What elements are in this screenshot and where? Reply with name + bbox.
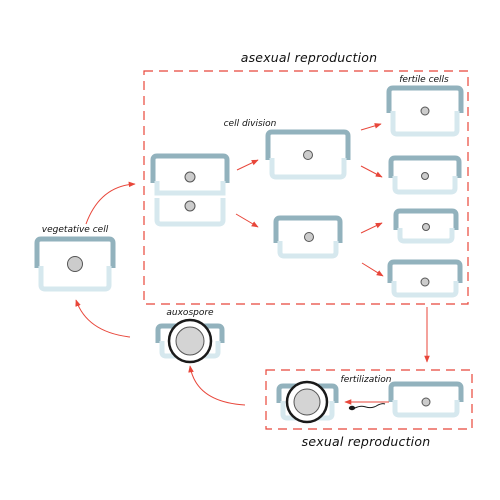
- fertile-cell: [387, 259, 463, 298]
- arrow-to-fertile-1: [360, 123, 382, 131]
- arrow-vegetative-to-division: [85, 181, 136, 225]
- auxospore-cell: [155, 318, 225, 364]
- daughter-cell-lower: [273, 215, 343, 259]
- fertile-cells-label: fertile cells: [399, 75, 449, 85]
- nucleus-icon: [420, 277, 430, 287]
- arrow-to-fertile-3: [360, 222, 383, 234]
- nucleus-icon: [420, 106, 430, 116]
- nucleus-icon: [175, 326, 205, 356]
- arrow-zygote-to-auxospore: [188, 365, 246, 406]
- arrow-to-fertile-4: [361, 262, 384, 277]
- asexual-region: [143, 70, 469, 305]
- cell-division-label: cell division: [224, 119, 277, 129]
- daughter-cell-upper: [265, 129, 351, 180]
- arrow-to-daughter-lower: [235, 213, 259, 228]
- fertile-cell: [388, 155, 462, 195]
- nucleus-icon: [421, 172, 429, 180]
- asexual-reproduction-label: asexual reproduction: [241, 50, 378, 65]
- dividing-cell: [150, 153, 230, 227]
- nucleus-icon: [184, 171, 196, 183]
- arrow-to-fertile-2: [360, 165, 383, 178]
- fertilization-label: fertilization: [341, 375, 392, 385]
- arrow-to-daughter-upper: [236, 159, 259, 171]
- nucleus-icon: [293, 388, 321, 416]
- vegetative-cell-label: vegetative cell: [42, 225, 109, 235]
- nucleus-icon: [422, 223, 430, 231]
- egg-cell: [388, 381, 464, 418]
- arrow-auxospore-to-vegetative: [75, 299, 131, 338]
- fertile-cell: [393, 208, 459, 244]
- fertile-cell: [386, 85, 464, 137]
- sexual-reproduction-label: sexual reproduction: [302, 434, 431, 449]
- vegetative-cell: [34, 236, 116, 292]
- nucleus-icon: [67, 256, 83, 272]
- auxospore-label: auxospore: [166, 308, 214, 318]
- nucleus-icon: [303, 150, 313, 160]
- nucleus-icon: [421, 397, 431, 407]
- sperm-icon: [348, 403, 386, 411]
- nucleus-icon: [184, 200, 196, 212]
- nucleus-icon: [304, 232, 314, 242]
- zygote-cell: [276, 380, 339, 424]
- sexual-region: [265, 369, 473, 430]
